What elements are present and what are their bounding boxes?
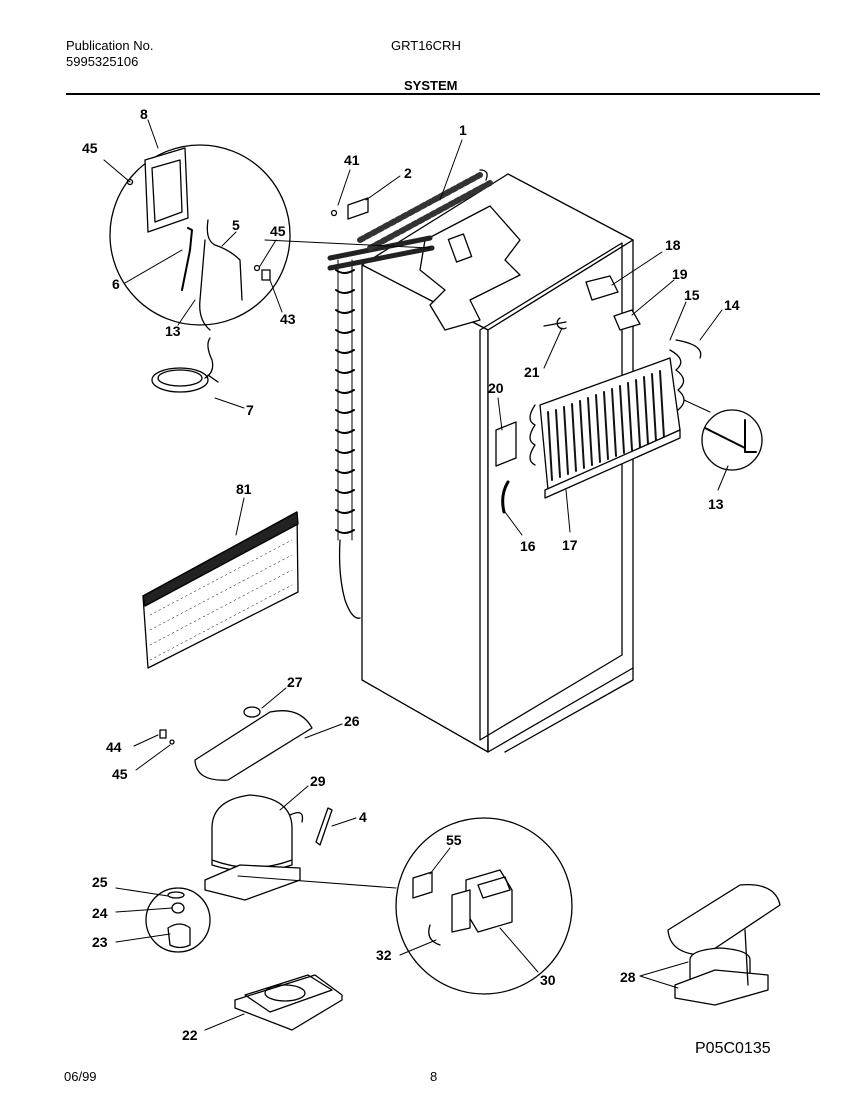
callout-29: 29 [310, 773, 326, 789]
callout-24: 24 [92, 905, 108, 921]
capacitor [315, 807, 333, 846]
drain-trough [675, 339, 702, 359]
wire-clip [543, 317, 567, 330]
callout-7: 7 [246, 402, 254, 418]
header-rule [66, 93, 820, 95]
power-cord [151, 337, 219, 393]
callout-26: 26 [344, 713, 360, 729]
compressor-base [234, 974, 343, 1031]
inset-detail-heater [109, 144, 291, 331]
drawing-code: P05C0135 [695, 1040, 771, 1057]
callout-8: 8 [140, 106, 148, 122]
callout-55: 55 [446, 832, 462, 848]
section-title: SYSTEM [404, 78, 458, 93]
publication-number: 5995325106 [66, 54, 139, 69]
callout-25: 25 [92, 874, 108, 890]
callout-13: 13 [165, 323, 181, 339]
callout-5: 5 [232, 217, 240, 233]
callout-30: 30 [540, 972, 556, 988]
publication-label: Publication No. [66, 38, 154, 53]
callout-18: 18 [665, 237, 681, 253]
compressor [204, 794, 304, 901]
callout-32: 32 [376, 947, 392, 963]
callout-1: 1 [459, 122, 467, 138]
defrost-timer [585, 275, 619, 301]
callout-4: 4 [359, 809, 367, 825]
callout-45: 45 [270, 223, 286, 239]
thermostat [495, 421, 517, 467]
callout-21: 21 [524, 364, 540, 380]
condenser-panel [142, 511, 299, 669]
screw [330, 209, 338, 217]
clip [159, 729, 167, 739]
leader-lines [103, 119, 729, 1031]
callout-41: 41 [344, 152, 360, 168]
refrigerator-cabinet [361, 173, 634, 753]
callout-15: 15 [684, 287, 700, 303]
footer-page-number: 8 [430, 1069, 438, 1084]
callout-23: 23 [92, 934, 108, 950]
screw-small [169, 739, 175, 745]
heater-bracket [613, 309, 641, 331]
callout-20: 20 [488, 380, 504, 396]
model-number: GRT16CRH [391, 38, 461, 53]
callout-19: 19 [672, 266, 688, 282]
callout-17: 17 [562, 537, 578, 553]
drain-pan [194, 710, 313, 781]
callout-44: 44 [106, 739, 122, 755]
inset-detail-grommet [145, 887, 211, 953]
callout-27: 27 [287, 674, 303, 690]
callout-22: 22 [182, 1027, 198, 1043]
sensor-tube [501, 480, 510, 514]
grommet [243, 706, 261, 718]
inset-detail-relay [395, 817, 573, 995]
callout-81: 81 [236, 481, 252, 497]
callout-43: 43 [280, 311, 296, 327]
callout-45: 45 [112, 766, 128, 782]
callout-45: 45 [82, 140, 98, 156]
callout-28: 28 [620, 969, 636, 985]
callout-16: 16 [520, 538, 536, 554]
callout-13: 13 [708, 496, 724, 512]
inset-detail-drain [701, 409, 763, 471]
callout-6: 6 [112, 276, 120, 292]
bracket [347, 197, 369, 220]
compressor-assembly [667, 884, 781, 1006]
footer-date: 06/99 [64, 1069, 97, 1084]
callout-labels: 8 45 5 45 6 13 43 7 41 2 1 18 19 15 14 2… [82, 106, 740, 1043]
condenser-coil [327, 169, 493, 619]
callout-14: 14 [724, 297, 740, 313]
callout-2: 2 [404, 165, 412, 181]
